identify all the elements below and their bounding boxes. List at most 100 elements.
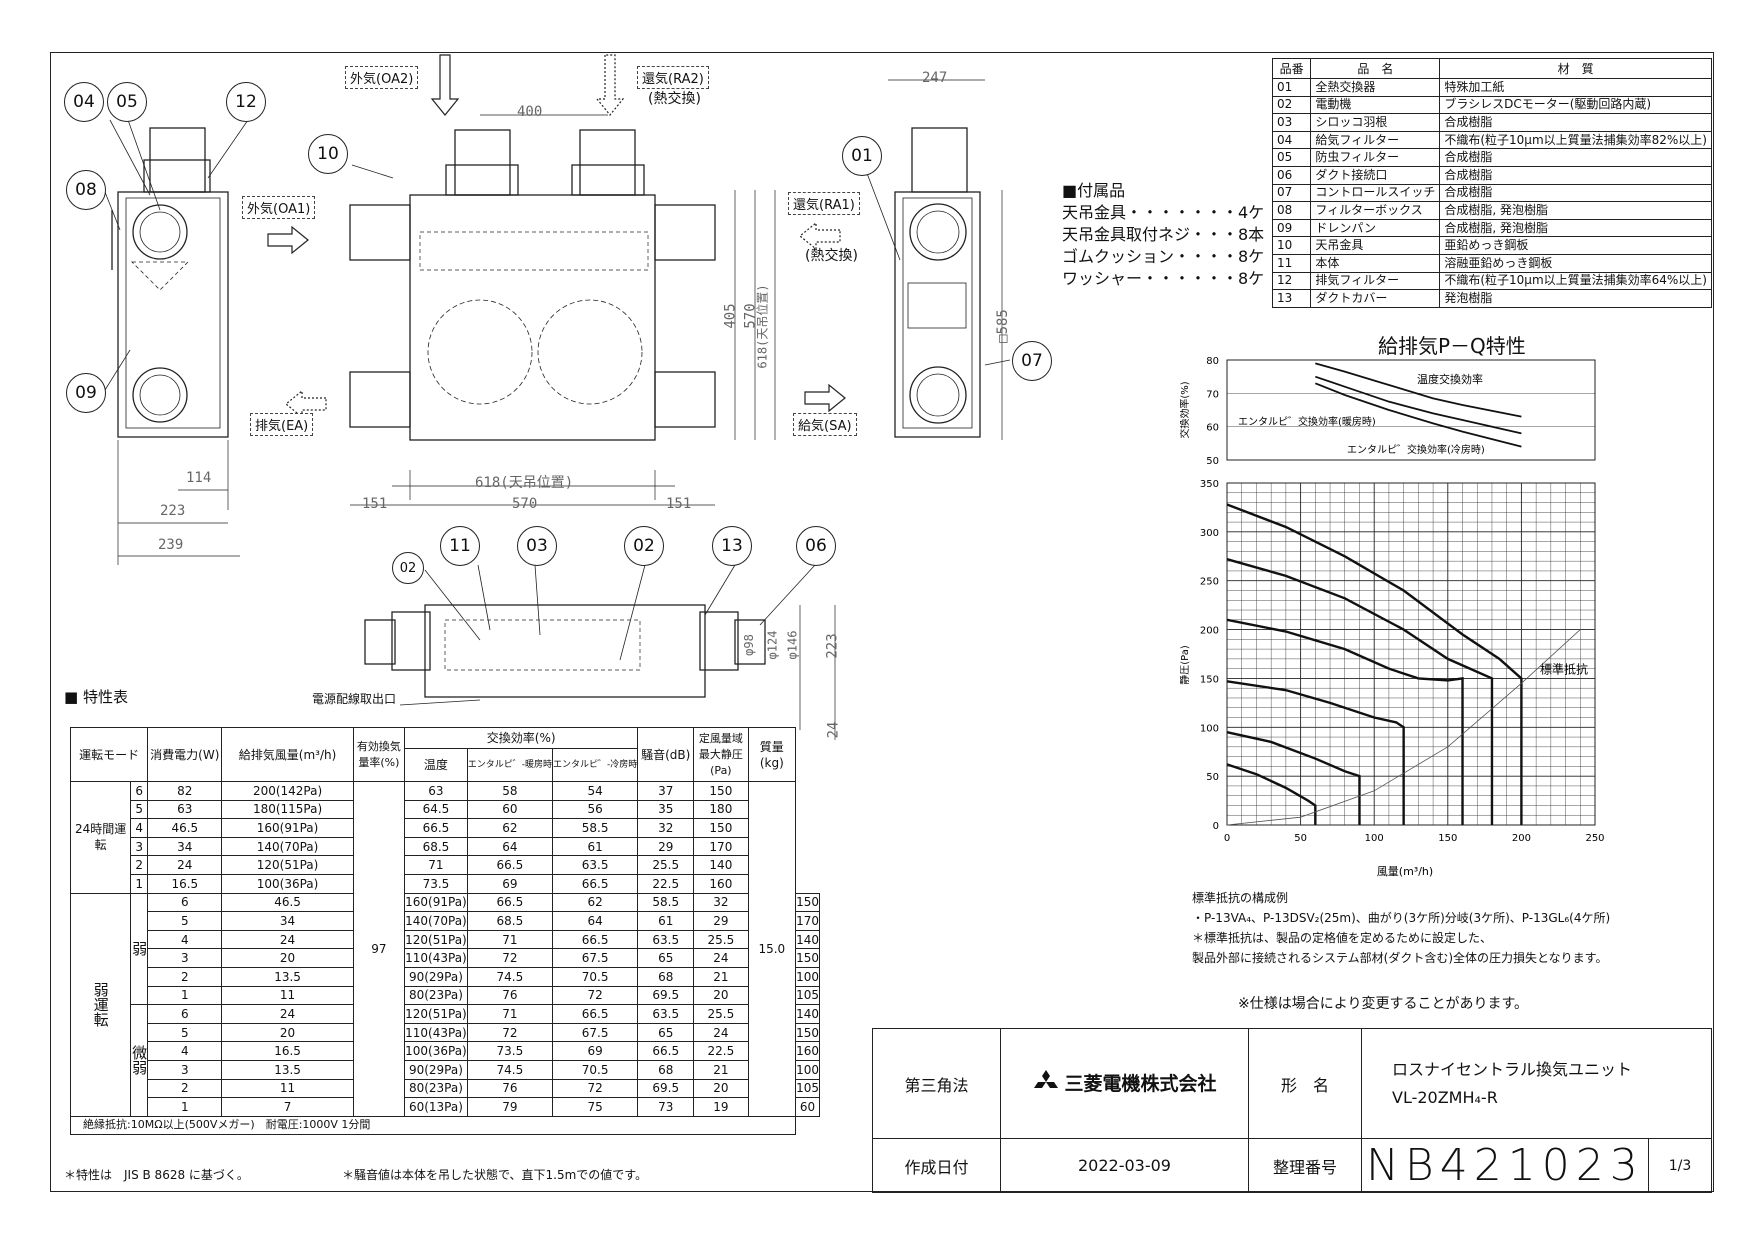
cell-noise: 21 <box>693 1059 749 1080</box>
part-name: ドレンパン <box>1310 218 1441 238</box>
cell-power: 24 <box>147 855 223 875</box>
cell-notch: 6 <box>130 781 149 801</box>
cell-noise: 22.5 <box>637 873 695 894</box>
cell-temp: 71 <box>466 929 553 950</box>
cell-power: 16.5 <box>221 1041 354 1061</box>
pq-series-2 <box>1226 730 1361 825</box>
cell-cool: 73 <box>637 1097 695 1117</box>
dim-239: 239 <box>158 537 184 553</box>
callout-04: 04 <box>64 82 104 122</box>
cell-flow: 110(43Pa) <box>404 1022 468 1043</box>
standard-resistance-curve <box>1226 629 1581 826</box>
cell-temp: 71 <box>404 855 468 875</box>
part-no: 12 <box>1271 271 1312 291</box>
part-no: 09 <box>1271 218 1312 238</box>
part-name: 全熱交換器 <box>1310 78 1441 97</box>
sub-mode: 弱 <box>130 892 149 1006</box>
cell-heat: 58 <box>466 781 553 801</box>
drawing-number: NB421023 <box>1361 1138 1649 1193</box>
callout-03: 03 <box>517 526 557 566</box>
dim-223b: 223 <box>824 633 841 659</box>
sheet-number: 1/3 <box>1648 1138 1712 1193</box>
xtick: 250 <box>1585 833 1604 844</box>
h-static: 定風量域最大静圧(Pa) <box>693 727 749 782</box>
cell-flow: 100(36Pa) <box>404 1041 468 1061</box>
xtick: 0 <box>1224 833 1230 844</box>
cell-static: 100 <box>795 966 820 987</box>
cell-static: 140 <box>795 1004 820 1024</box>
spec-change-note: ※仕様は場合により変更することがあります。 <box>1238 996 1529 1012</box>
cell-static: 150 <box>693 818 749 838</box>
pq-title: 給排気P－Q特性 <box>1378 334 1526 358</box>
cell-temp: 72 <box>466 948 553 968</box>
cell-cool: 63.5 <box>637 929 695 950</box>
company-name: 三菱電機株式会社 <box>1064 1072 1217 1095</box>
cell-static: 180 <box>693 799 749 820</box>
part-material: 不織布(粒子10μm以上質量法捕集効率64%以上) <box>1439 271 1712 291</box>
cell-temp: 74.5 <box>466 1059 553 1080</box>
model-number: VL-20ZMH₄-R <box>1392 1087 1498 1107</box>
efficiency-series-2 <box>1314 382 1522 448</box>
callout-02: 02 <box>624 526 664 566</box>
part-name: コントロールスイッチ <box>1310 183 1441 203</box>
cell-power: 46.5 <box>221 892 354 913</box>
cell-temp: 79 <box>466 1097 553 1117</box>
cell-temp: 66.5 <box>404 818 468 838</box>
cell-noise: 29 <box>637 836 695 857</box>
part-no: 10 <box>1271 236 1312 255</box>
spec-title: ■ 特性表 <box>64 688 128 706</box>
cell-noise: 32 <box>693 892 749 913</box>
cell-notch: 5 <box>147 1022 223 1043</box>
cell-flow: 60(13Pa) <box>404 1097 468 1117</box>
p-ytick: 200 <box>1200 626 1219 637</box>
label-ea: 排気(EA) <box>250 413 314 436</box>
cell-heat: 70.5 <box>551 1059 639 1080</box>
part-material: 不織布(粒子10μm以上質量法捕集効率82%以上) <box>1439 130 1712 150</box>
part-name: 電動機 <box>1310 95 1441 115</box>
cell-noise: 29 <box>693 911 749 931</box>
part-no: 11 <box>1271 253 1312 273</box>
cell-noise: 37 <box>637 781 695 801</box>
efficiency-series-0 <box>1315 362 1522 418</box>
cell-heat: 64 <box>466 836 553 857</box>
cell-static: 105 <box>795 985 820 1006</box>
cell-notch: 4 <box>130 818 149 838</box>
accessories-title: ■付属品 <box>1062 181 1126 200</box>
cell-power: 13.5 <box>221 966 354 987</box>
cell-power: 20 <box>221 1022 354 1043</box>
accessory-item: ゴムクッション・・・・8ケ <box>1062 247 1265 266</box>
cell-notch: 3 <box>130 836 149 857</box>
h-mass: 質量(kg) <box>747 727 797 782</box>
cell-temp: 68.5 <box>404 836 468 857</box>
airflow-arrows <box>267 54 846 419</box>
cell-static: 100 <box>795 1059 820 1080</box>
cell-temp: 68.5 <box>466 911 553 931</box>
accessory-item: 天吊金具取付ネジ・・・8本 <box>1062 225 1265 244</box>
cell-flow: 120(51Pa) <box>404 1004 468 1024</box>
cell-flow: 120(51Pa) <box>404 929 468 950</box>
callout-09: 09 <box>66 373 106 413</box>
mitsubishi-logo-icon <box>1032 1069 1060 1099</box>
cell-cool: 61 <box>551 836 639 857</box>
part-no: 06 <box>1271 165 1312 185</box>
cell-power: 20 <box>221 948 354 968</box>
part-name: シロッコ羽根 <box>1310 113 1441 132</box>
h-noise: 騒音(dB) <box>637 727 695 782</box>
p-ytick: 250 <box>1200 577 1219 588</box>
cell-noise: 25.5 <box>693 929 749 950</box>
callout-07: 07 <box>1012 341 1052 381</box>
title-block: 第三角法 三菱電機株式会社 形 名 ロスナイセントラル換気ユニット VL-20Z… <box>872 1028 1712 1193</box>
vent-rate: 97 <box>352 781 406 1117</box>
efficiency-series-1 <box>1315 375 1522 435</box>
cell-heat: 66.5 <box>466 855 553 875</box>
part-material: 合成樹脂, 発泡樹脂 <box>1439 218 1712 238</box>
